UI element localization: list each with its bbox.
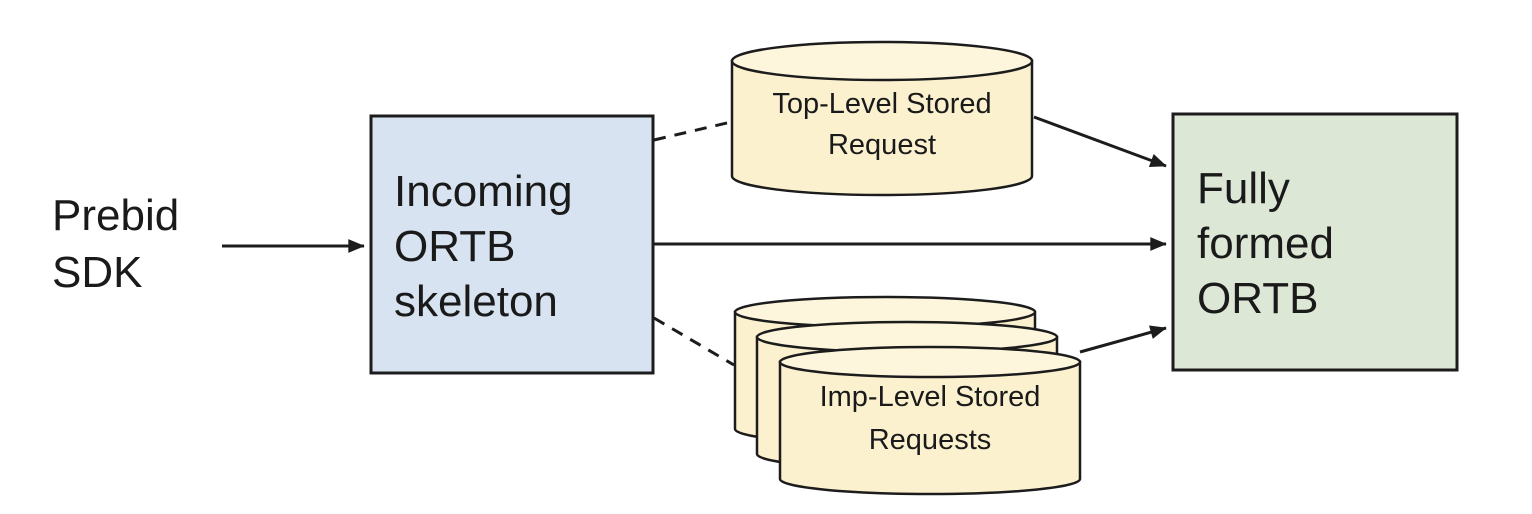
incoming-ortb-box	[369, 114, 655, 375]
incoming-ortb-label: Incoming ORTB skeleton	[394, 164, 573, 329]
label-line: Prebid	[52, 191, 180, 240]
label-line: ORTB	[1197, 274, 1319, 323]
fully-formed-ortb-label: Fully formed ORTB	[1197, 161, 1334, 326]
label-line: Imp-Level Stored	[819, 381, 1041, 413]
cylinder-body-front	[778, 360, 1082, 496]
edge-incoming-to-top-stored-dashed	[653, 120, 732, 142]
cylinder-top	[730, 40, 1034, 82]
top-level-stored-request-label: Top-Level Stored Request	[732, 84, 1032, 166]
cylinder-body	[730, 59, 1034, 197]
edge-top-stored-to-fully-formed	[1033, 115, 1167, 168]
top-level-stored-request-cylinder	[730, 40, 1034, 197]
cylinder-top-front	[778, 345, 1082, 379]
label-line: skeleton	[394, 277, 558, 326]
label-line: SDK	[52, 248, 143, 297]
label-line: Top-Level Stored	[772, 88, 992, 120]
label-line: formed	[1197, 219, 1334, 268]
edge-imp-stored-to-fully-formed	[1079, 325, 1167, 354]
imp-level-stored-requests-label: Imp-Level Stored Requests	[780, 376, 1080, 462]
prebid-sdk-label: Prebid SDK	[52, 187, 179, 301]
label-line: Requests	[868, 424, 992, 456]
label-line: Incoming	[394, 167, 573, 216]
label-line: Request	[827, 129, 936, 161]
imp-level-stored-requests-cylinders	[733, 295, 1082, 496]
fully-formed-ortb-box	[1171, 112, 1459, 372]
label-line: Fully	[1197, 164, 1290, 213]
edge-incoming-to-imp-stored-dashed	[653, 316, 735, 367]
label-line: ORTB	[394, 222, 516, 271]
